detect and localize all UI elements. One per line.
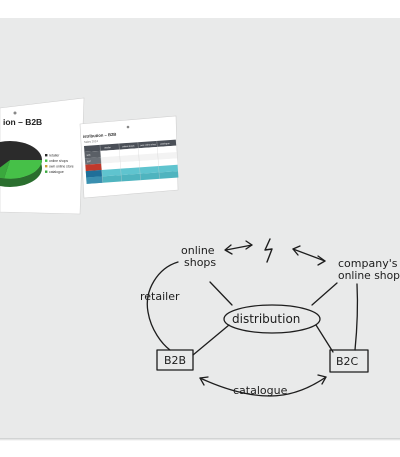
table-col-retailer: retailer: [104, 146, 111, 149]
pie-slide: ion – B2B retailer online shops own onli…: [0, 97, 85, 215]
table-row-label-2: [84, 157, 102, 165]
arrowhead-right-2: [317, 255, 326, 266]
table-row-2-label: B2C: [87, 161, 92, 163]
label-b2b: B2B: [164, 354, 186, 367]
table-col-own-shop: own online shop: [140, 144, 157, 147]
label-online: online: [181, 244, 215, 257]
table-slide-dot: [126, 125, 130, 129]
legend-swatch-online-shops: [45, 159, 48, 162]
table-row-1-label: B2B: [87, 155, 92, 157]
table-row-5: [86, 171, 179, 184]
catalogue-arrowhead-right: [317, 374, 327, 385]
table-slide: istribution – B2B Sales 2014 retailer on…: [79, 115, 179, 199]
retailer-curve: [146, 261, 179, 351]
table-row-2: [84, 151, 178, 165]
diagram-labels: online shops company's online shop retai…: [140, 244, 400, 397]
table-row-label-3: [85, 163, 102, 172]
table-row-label-1: [84, 150, 101, 159]
pie-legend: retailer online shops own online store c…: [45, 153, 74, 174]
table-col-online-shops: online shops: [122, 145, 135, 148]
label-online-shop: online shop: [338, 269, 400, 282]
label-distribution: distribution: [232, 312, 300, 326]
label-companys: company's: [338, 257, 398, 270]
distribution-diagram: [146, 238, 369, 397]
catalogue-arrow: [199, 376, 327, 397]
table-row-label-5: [86, 176, 103, 184]
pie-chart: [0, 141, 42, 187]
arrowhead-right-1: [245, 240, 253, 250]
pie-slice-online-shops: [4, 160, 42, 179]
distribution-ellipse: [223, 304, 321, 334]
whiteboard: [0, 18, 400, 438]
legend-label-online-shops: online shops: [49, 159, 68, 163]
arrow-conflict-company-shop: [292, 248, 326, 262]
label-retailer: retailer: [140, 290, 180, 303]
arrow-online-shops-conflict: [225, 244, 253, 251]
line-ellipse-online-shops: [209, 281, 233, 306]
table-col-catalogue: catalogue: [160, 142, 170, 146]
arrowhead-left-2: [292, 245, 301, 256]
company-shop-line: [354, 283, 359, 351]
table-slide-subtitle: Sales 2014: [84, 139, 99, 144]
sales-table: retailer online shops own online shop ca…: [84, 139, 179, 184]
label-b2c: B2C: [336, 355, 359, 368]
catalogue-arrowhead-left: [199, 376, 209, 386]
table-slide-title: istribution – B2B: [83, 132, 117, 139]
whiteboard-edge: [0, 438, 400, 441]
pie-slice-catalogue: [0, 160, 10, 179]
legend-label-own-store: own online store: [49, 164, 74, 168]
legend-swatch-catalogue: [45, 170, 48, 173]
legend-swatch-own-store: [45, 165, 48, 168]
b2c-box: [329, 349, 369, 373]
line-ellipse-b2b: [192, 324, 230, 356]
table-row-1: [84, 145, 177, 159]
pie-slide-title: ion – B2B: [3, 117, 42, 127]
legend-swatch-retailer: [45, 154, 48, 157]
label-catalogue: catalogue: [233, 384, 288, 397]
b2b-box: [156, 349, 194, 371]
line-ellipse-b2c: [315, 324, 334, 353]
arrowhead-left-1: [224, 244, 233, 255]
conflict-lightning-icon: [264, 238, 273, 263]
pie-slide-dot: [13, 111, 17, 115]
legend-label-catalogue: catalogue: [49, 170, 64, 174]
legend-label-retailer: retailer: [49, 153, 60, 157]
table-row-3: [85, 158, 178, 172]
line-ellipse-company-shop: [311, 282, 338, 306]
table-header-row: [84, 139, 177, 152]
table-row-4: [85, 164, 178, 178]
table-row-label-4: [85, 170, 103, 178]
label-shops: shops: [184, 256, 216, 269]
